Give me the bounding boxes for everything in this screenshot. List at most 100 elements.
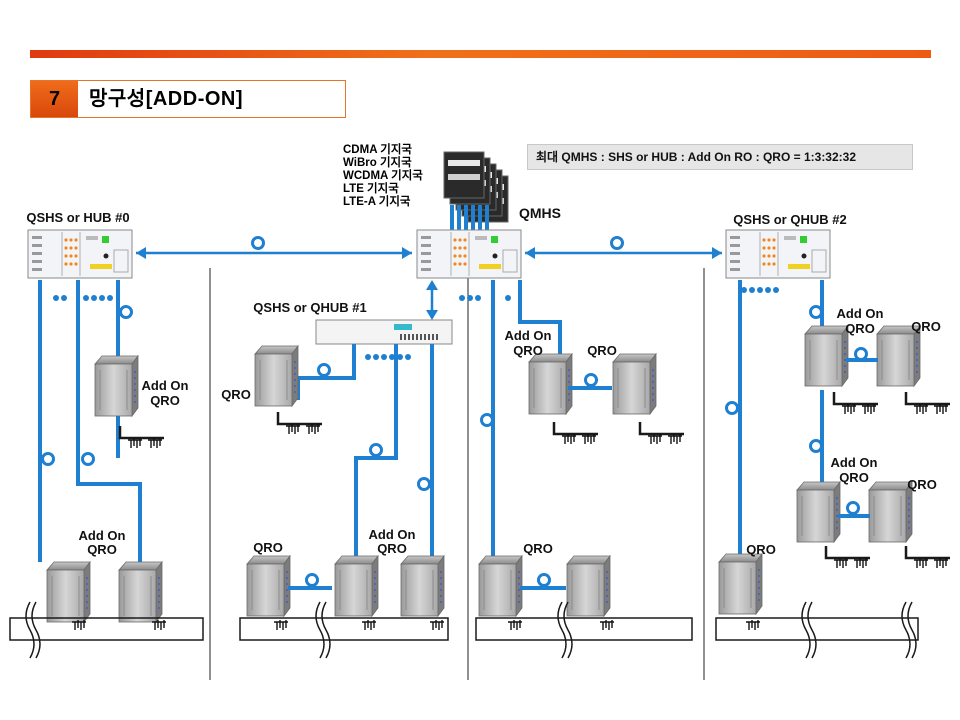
remote-unit-icon [876,325,921,387]
hub1-unit [315,319,453,345]
ellipsis-dot [389,354,395,360]
ellipsis-dot [99,295,105,301]
base-station-wcdma: WCDMA 기지국 [343,170,423,182]
remote-unit-icon [566,555,611,617]
ellipsis-dot [475,295,481,301]
qro-label: QRO [87,542,117,557]
antenna-feed [276,412,322,426]
optical-coupler-icon [317,363,331,377]
hub1-port [408,334,410,340]
hub2-label: QSHS or QHUB #2 [733,212,846,227]
antenna-icon [933,403,949,415]
ellipsis-dot [83,295,89,301]
break-mark-icon [31,601,41,659]
remote-unit-icon [612,353,657,415]
hub1-port [436,334,438,340]
ellipsis-dot [757,287,763,293]
antenna-feed [118,426,164,440]
ellipsis-dots [505,295,511,301]
antenna-icon [913,403,929,415]
qro-label: QRO [150,393,180,408]
remote-unit-icon [718,553,763,615]
remote-unit-icon [334,555,379,617]
antenna-icon [151,619,167,631]
ellipsis-dot [505,295,511,301]
hub1-port [424,334,426,340]
optical-coupler-icon [809,439,823,453]
optical-coupler-icon [41,452,55,466]
base-station-list: CDMA 기지국 WiBro 기지국 WCDMA 기지국 LTE 기지국 LTE… [343,144,423,209]
optical-coupler-icon [725,401,739,415]
arrow-head-icon [525,247,535,259]
qro-label: QRO [253,540,283,555]
qro-label: QRO [513,343,543,358]
break-mark-icon [25,601,35,659]
ellipsis-dots [741,287,779,293]
add-on-remote-unit-icon [94,355,139,417]
max-ratio-note: 최대 QMHS : SHS or HUB : Add On RO : QRO =… [527,144,913,170]
remote-unit-icon [246,555,291,617]
qro-label: QRO [907,477,937,492]
qro-label: QRO [377,541,407,556]
break-mark-icon [557,601,567,659]
antenna-feed [904,546,950,560]
antenna-icon [647,433,663,445]
ellipsis-dots [83,295,113,301]
hub1-port [428,334,430,340]
antenna-icon [913,557,929,569]
hub1-port [404,334,406,340]
antenna-icon [853,557,869,569]
optical-coupler-icon [809,305,823,319]
qmhs-unit [416,229,522,279]
antenna-icon [127,437,143,449]
ellipsis-dots [459,295,481,301]
ellipsis-dot [459,295,465,301]
hub0-label: QSHS or HUB #0 [26,210,129,225]
qro-label: QRO [587,343,617,358]
ellipsis-dot [91,295,97,301]
break-mark-icon [807,601,817,659]
optical-coupler-icon [846,501,860,515]
base-station-cdma: CDMA 기지국 [343,144,413,156]
hub0-unit [27,229,133,279]
antenna-icon [71,619,87,631]
antenna-icon [599,619,615,631]
break-mark-icon [901,601,911,659]
add-on-remote-unit-icon [528,353,573,415]
break-mark-icon [563,601,573,659]
ellipsis-dot [397,354,403,360]
antenna-icon [581,433,597,445]
ellipsis-dot [765,287,771,293]
ellipsis-dot [741,287,747,293]
antenna-icon [745,619,761,631]
antenna-icon [285,423,301,435]
ellipsis-dot [467,295,473,301]
ellipsis-dot [749,287,755,293]
hub1-port [432,334,434,340]
qro-label: QRO [839,470,869,485]
qro-label: QRO [523,541,553,556]
ellipsis-dot [53,295,59,301]
rack-panel [448,174,480,180]
antenna-icon [861,403,877,415]
break-mark-icon [801,601,811,659]
base-station-lte: LTE 기지국 [343,183,399,195]
antenna-icon [833,557,849,569]
antenna-icon [305,423,321,435]
antenna-icon [361,619,377,631]
hub1-label: QSHS or QHUB #1 [253,300,366,315]
ellipsis-dot [107,295,113,301]
add-on-label: Add On [837,306,884,321]
remote-unit-icon [400,555,445,617]
hub1-port [412,334,414,340]
add-on-label: Add On [831,455,878,470]
antenna-icon [933,557,949,569]
ellipsis-dot [773,287,779,293]
qmhs-label: QMHS [519,205,561,221]
qro-label: QRO [746,542,776,557]
ellipsis-dot [373,354,379,360]
antenna-icon [273,619,289,631]
ellipsis-dots [53,295,67,301]
remote-unit-icon [478,555,523,617]
